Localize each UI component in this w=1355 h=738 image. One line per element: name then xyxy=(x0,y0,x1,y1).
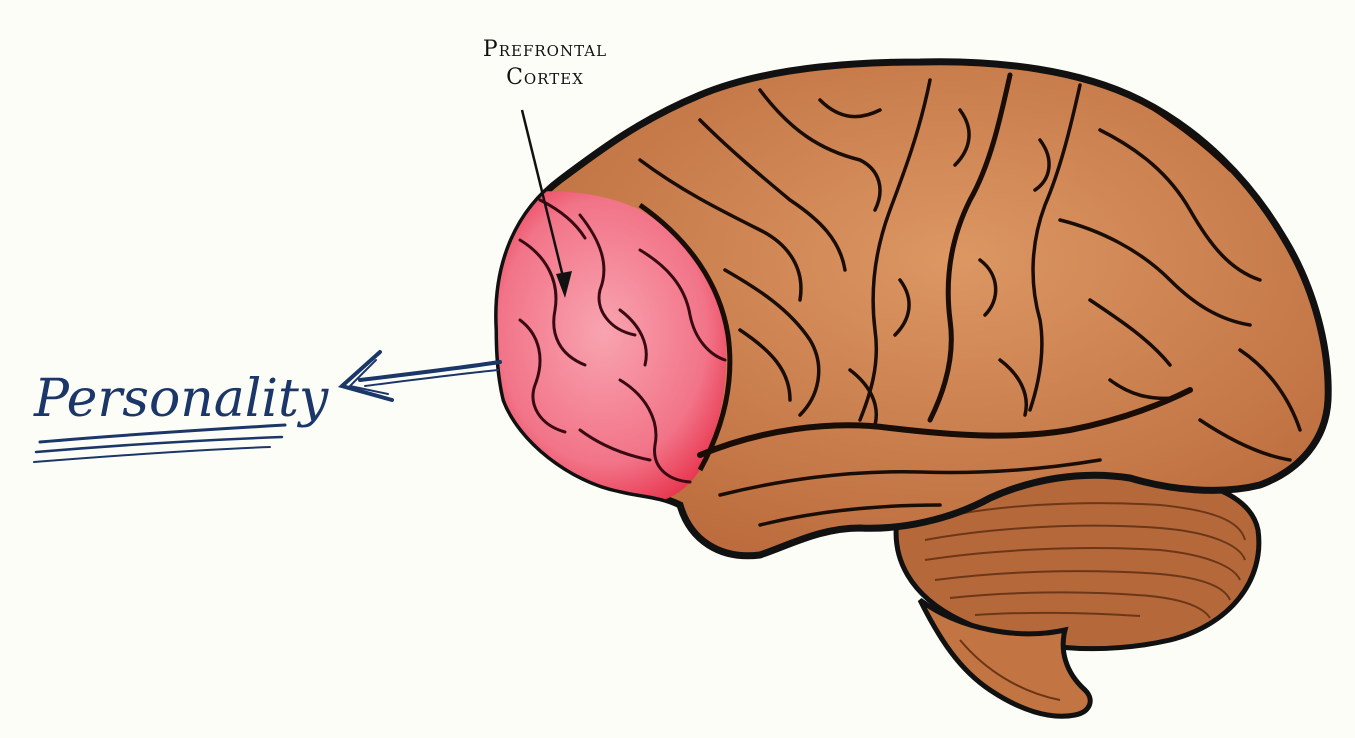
label-prefrontal-line1: Prefrontal xyxy=(483,37,607,62)
prefrontal-pointer-arrow xyxy=(520,109,572,298)
prefrontal-cortex-label: Prefrontal Cortex xyxy=(483,37,607,90)
label-prefrontal-line2: Cortex xyxy=(506,65,584,90)
personality-underline xyxy=(33,423,287,463)
personality-arrow xyxy=(337,350,502,402)
personality-annotation: Personality xyxy=(33,369,329,463)
cerebrum xyxy=(494,58,1332,560)
label-personality: Personality xyxy=(33,369,329,429)
brain-stem xyxy=(917,597,1093,719)
